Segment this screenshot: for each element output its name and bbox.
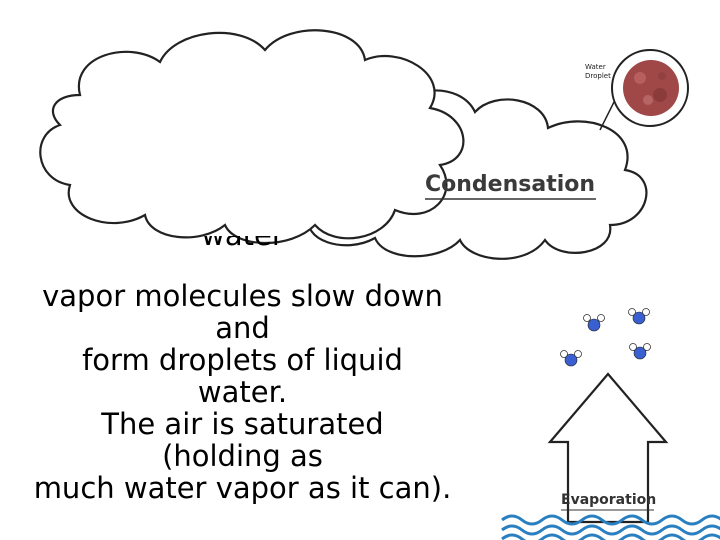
water-molecule-icon	[583, 314, 605, 332]
caption-line-4: water.	[197, 375, 288, 409]
main-cloud	[39, 29, 465, 245]
water-molecule-icon	[560, 350, 582, 367]
caption-line-5: The air is saturated	[101, 407, 384, 441]
evaporation-arrow	[547, 372, 669, 524]
water-droplet-label-line1: Water	[585, 63, 606, 71]
water-droplet-label-line2: Droplet	[585, 72, 611, 80]
water-waves	[501, 514, 720, 540]
caption-line-3: form droplets of liquid	[82, 343, 403, 377]
caption-partial-line: water	[10, 236, 475, 251]
caption-line-7: much water vapor as it can).	[33, 471, 452, 505]
water-molecule-icon	[628, 308, 650, 325]
condensation-label: Condensation	[425, 172, 596, 197]
caption-line-1: vapor molecules slow down	[42, 279, 443, 313]
water-droplet-label: Water Droplet	[585, 63, 625, 81]
evaporation-label: Evaporation	[561, 492, 657, 508]
water-droplet-icon	[623, 60, 679, 116]
caption-line-2: and	[215, 311, 270, 345]
droplet-pointer-line	[599, 99, 616, 131]
condensation-description: water vapor molecules slow down and form…	[10, 236, 475, 536]
caption-line-6: (holding as	[162, 439, 323, 473]
water-molecule-icon	[629, 343, 651, 360]
